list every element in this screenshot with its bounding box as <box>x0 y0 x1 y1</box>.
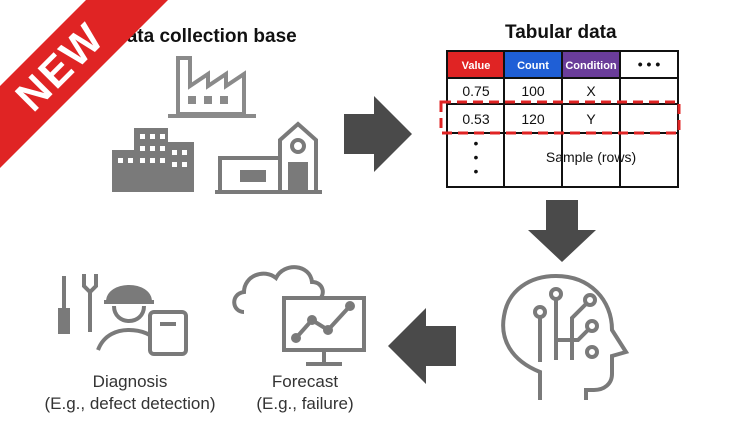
header-more: • • • <box>638 56 661 72</box>
buildings-icon <box>112 128 194 192</box>
data-table: Value Count Condition • • • 0.75 100 X 0… <box>439 50 681 188</box>
sample-rows-label: Sample (rows) <box>546 149 636 165</box>
arrow-right-icon <box>344 96 412 172</box>
header-cell-value <box>448 52 504 78</box>
forecast-label: Forecast <box>271 372 339 391</box>
diagnosis-label: Diagnosis <box>92 372 168 391</box>
ai-head-icon <box>501 273 630 400</box>
new-badge-label: NEW <box>0 0 173 180</box>
arrow-down-icon <box>528 200 596 262</box>
tabular-title: Tabular data <box>505 22 617 43</box>
arrow-left-icon <box>388 308 456 384</box>
diagnosis-example: (E.g., defect detection) <box>44 394 216 413</box>
header-value: Value <box>462 60 491 72</box>
more-rows-dot-1: • <box>474 135 479 151</box>
header-condition: Condition <box>565 60 617 72</box>
cell-r1-count: 100 <box>521 83 545 99</box>
header-cell-count <box>504 52 562 78</box>
forecast-caption: Forecast (E.g., failure) <box>230 371 380 415</box>
cell-r1-condition: X <box>586 83 596 99</box>
forecast-example: (E.g., failure) <box>256 394 354 413</box>
forecast-icon <box>232 265 366 366</box>
cell-r2-value: 0.53 <box>462 111 489 127</box>
diagnosis-caption: Diagnosis (E.g., defect detection) <box>20 371 240 415</box>
station-icon <box>215 121 322 194</box>
header-count: Count <box>517 60 549 72</box>
cell-r2-condition: Y <box>586 111 596 127</box>
header-cell-condition <box>562 52 620 78</box>
more-rows-dot-2: • <box>474 149 479 165</box>
factory-icon <box>168 56 256 118</box>
more-rows-dot-3: • <box>474 163 479 179</box>
cell-r1-value: 0.75 <box>462 83 489 99</box>
collection-title: Data collection base <box>113 26 297 47</box>
new-banner: NEW <box>0 0 190 190</box>
diagnosis-icon <box>58 274 188 356</box>
row-highlight <box>439 100 681 135</box>
cell-r2-count: 120 <box>521 111 545 127</box>
